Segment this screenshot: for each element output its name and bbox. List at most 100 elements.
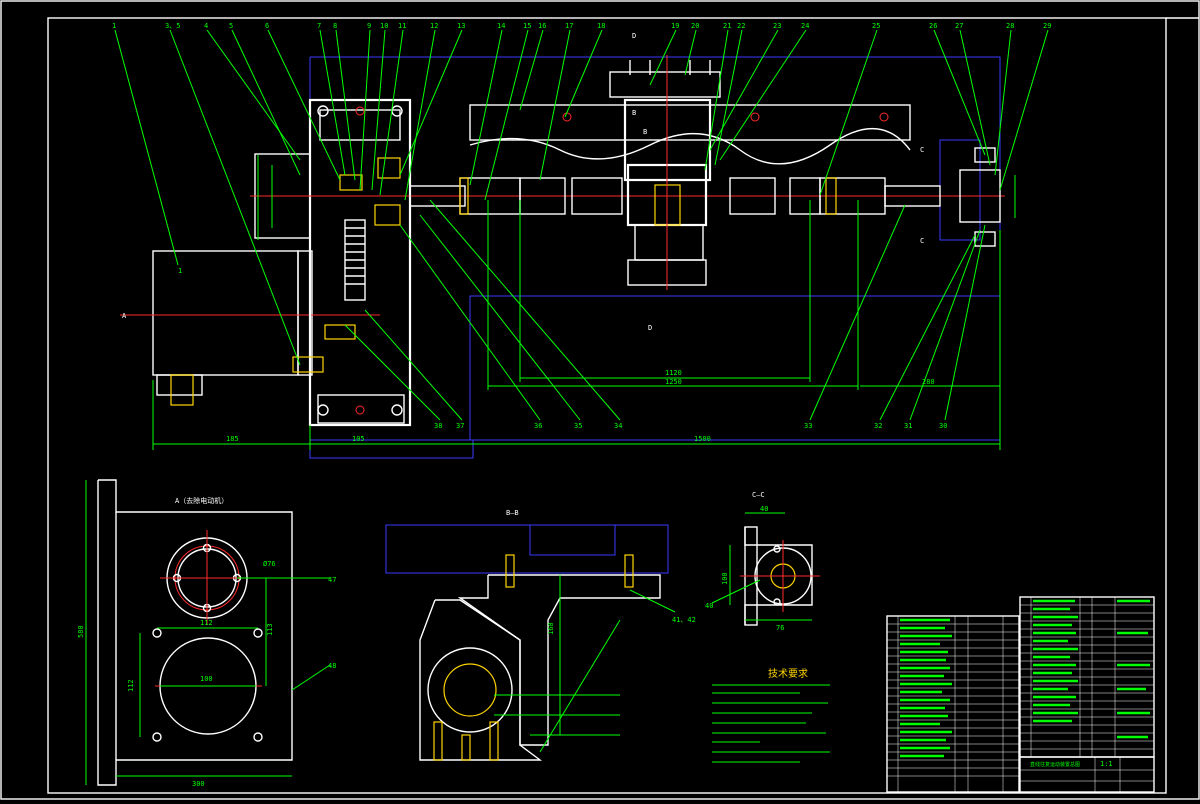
motor-flange xyxy=(297,250,313,376)
balloon-16: 16 xyxy=(538,22,546,30)
end-support xyxy=(959,169,1001,223)
section-mark-c-bottom: C xyxy=(920,237,924,245)
balloon-21: 21 xyxy=(723,22,731,30)
leader-lines-bottom xyxy=(344,199,986,421)
balloon-4: 4 xyxy=(204,22,208,30)
view-bb-screw-4 xyxy=(489,721,499,761)
rail-hole-3 xyxy=(879,112,889,122)
balloon-1: 1 xyxy=(112,22,116,30)
view-bb-leaders xyxy=(494,575,676,753)
left-nut xyxy=(459,177,469,215)
dim-76: 76 xyxy=(776,624,784,632)
leader-lines-top xyxy=(114,29,1049,366)
dim-1500: 1500 xyxy=(694,435,711,443)
bolt-head xyxy=(292,356,324,373)
dim-580: 580 xyxy=(77,625,85,638)
base-foot xyxy=(309,439,474,459)
rail-break-line xyxy=(469,127,911,165)
parts-table-rows xyxy=(887,597,1154,792)
balloon-32: 32 xyxy=(874,422,882,430)
parts-table-text xyxy=(900,599,1150,758)
carriage-base xyxy=(634,224,704,261)
bolt-hole-4 xyxy=(391,404,403,416)
tech-text-lines xyxy=(712,684,830,763)
bearing-2 xyxy=(377,157,401,179)
balloon-19: 19 xyxy=(671,22,679,30)
section-mark-a: A xyxy=(122,312,127,320)
view-bb-screw-2 xyxy=(624,554,634,588)
balloon-3-5: 3、5 xyxy=(165,22,180,30)
motor-box xyxy=(156,374,203,396)
balloon-14: 14 xyxy=(497,22,505,30)
balloon-30: 30 xyxy=(939,422,947,430)
parts-list: 直线往复运动装置总图 1:1 xyxy=(886,596,1155,793)
view-a-corner-hole-3 xyxy=(152,732,162,742)
balloon-28: 28 xyxy=(1006,22,1014,30)
view-bb-screw-3 xyxy=(433,721,443,761)
view-a-plate xyxy=(97,479,293,786)
view-a-corner-hole-1 xyxy=(152,628,162,638)
bolt-hole-5 xyxy=(355,106,365,116)
shaft-seg-3 xyxy=(729,177,776,215)
view-cc-hole-1 xyxy=(773,545,781,553)
dim-1120: 1120 xyxy=(665,369,682,377)
view-a-corner-hole-2 xyxy=(253,628,263,638)
bolt-hole-3 xyxy=(317,404,329,416)
balloon-37: 37 xyxy=(456,422,464,430)
title-block-scale: 1:1 xyxy=(1100,760,1113,768)
dim-100-h: 100 xyxy=(721,572,729,585)
rail-hole-1 xyxy=(562,112,572,122)
title-block-name: 直线往复运动装置总图 xyxy=(1030,761,1080,768)
motor-body xyxy=(152,250,299,376)
rail-hole-2 xyxy=(750,112,760,122)
balloon-20: 20 xyxy=(691,22,699,30)
balloon-5: 5 xyxy=(229,22,233,30)
dim-113: 113 xyxy=(266,623,274,636)
view-cc-hole-2 xyxy=(773,598,781,606)
balloon-24: 24 xyxy=(801,22,809,30)
inner-border xyxy=(47,17,1167,794)
view-bb-bracket xyxy=(419,599,543,761)
view-b-b: B—B 160 41、42 xyxy=(385,509,696,761)
title-block xyxy=(1019,756,1155,793)
dim-100: 100 xyxy=(200,675,213,683)
section-mark-d-bottom: D xyxy=(648,324,652,332)
bearing-4 xyxy=(324,324,356,340)
right-nut xyxy=(825,177,837,215)
carriage-cap xyxy=(609,71,721,98)
callout-40: 40 xyxy=(705,602,713,610)
end-support-top xyxy=(974,147,996,163)
balloon-27: 27 xyxy=(955,22,963,30)
balloon-29: 29 xyxy=(1043,22,1051,30)
section-mark-c-top: C xyxy=(920,146,924,154)
balloon-22: 22 xyxy=(737,22,745,30)
view-bb-housing xyxy=(427,647,513,733)
view-c-c: C—C 40 100 76 40 xyxy=(705,491,820,632)
section-mark-d-top: D xyxy=(632,32,636,40)
callout-47: 47 xyxy=(328,576,336,584)
view-cc-dimensions xyxy=(711,512,812,621)
balloon-31: 31 xyxy=(904,422,912,430)
dim-112-w: 112 xyxy=(200,619,213,627)
dim-112-h: 112 xyxy=(127,679,135,692)
gear-teeth xyxy=(345,227,365,285)
view-bb-bore xyxy=(443,663,497,717)
guide-rail xyxy=(469,104,911,141)
balloon-10: 10 xyxy=(380,22,388,30)
view-a-corner-hole-4 xyxy=(253,732,263,742)
balloon-18: 18 xyxy=(597,22,605,30)
balloon-8: 8 xyxy=(333,22,337,30)
gearbox-top xyxy=(319,109,401,141)
bolt-hole-6 xyxy=(355,405,365,415)
dim-160: 160 xyxy=(547,622,555,635)
table-outline xyxy=(469,295,1001,441)
view-cc-title: C—C xyxy=(752,491,765,499)
bearing-3 xyxy=(374,204,401,226)
balloon-34: 34 xyxy=(614,422,622,430)
motor-terminal xyxy=(170,374,194,406)
balloon-9: 9 xyxy=(367,22,371,30)
dim-1250: 1250 xyxy=(665,378,682,386)
